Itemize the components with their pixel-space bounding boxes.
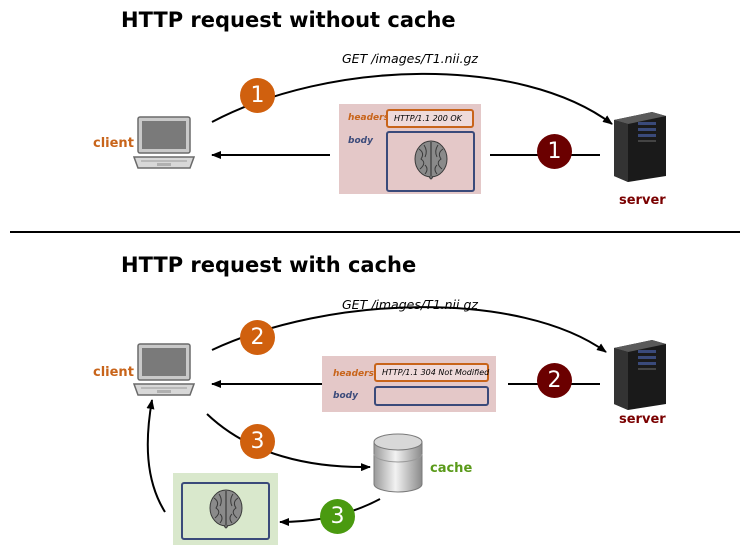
body-box-bottom-empty [374,386,489,406]
body-box-top [386,131,475,192]
body-label-top: body [348,136,373,146]
step-badge-request-bottom: 2 [240,320,275,355]
step-badge-request-top: 1 [240,78,275,113]
brain-icon [414,140,448,180]
cache-label: cache [430,461,473,476]
client-label-bottom: client [93,365,134,380]
headers-label-top: headers [348,113,389,123]
step-badge-response-bottom: 2 [537,363,572,398]
status-box-top: HTTP/1.1 200 OK [386,109,474,128]
section-divider [10,231,740,233]
server-tower-icon [614,112,666,182]
title-with-cache: HTTP request with cache [121,253,417,277]
server-label-top: server [619,193,666,208]
database-icon [373,433,423,493]
server-label-bottom: server [619,412,666,427]
server-tower-icon [614,340,666,410]
status-text-bottom: HTTP/1.1 304 Not Modified [382,368,490,377]
status-box-bottom: HTTP/1.1 304 Not Modified [374,363,489,382]
request-label-top: GET /images/T1.nii.gz [342,51,478,66]
laptop-icon [133,116,195,169]
step-badge-response-top: 1 [537,134,572,169]
step-badge-cache-response: 3 [320,499,355,534]
status-text-top: HTTP/1.1 200 OK [394,114,462,123]
client-label-top: client [93,136,134,151]
step-badge-cache-request: 3 [240,424,275,459]
cached-body-box [181,482,270,540]
laptop-icon [133,343,195,396]
request-label-bottom: GET /images/T1.nii.gz [342,297,478,312]
brain-icon [209,489,243,529]
cache-request-arrow [206,413,371,472]
title-without-cache: HTTP request without cache [121,8,456,32]
cache-return-arrow [146,399,166,513]
body-label-bottom: body [333,391,358,401]
headers-label-bottom: headers [333,369,374,379]
